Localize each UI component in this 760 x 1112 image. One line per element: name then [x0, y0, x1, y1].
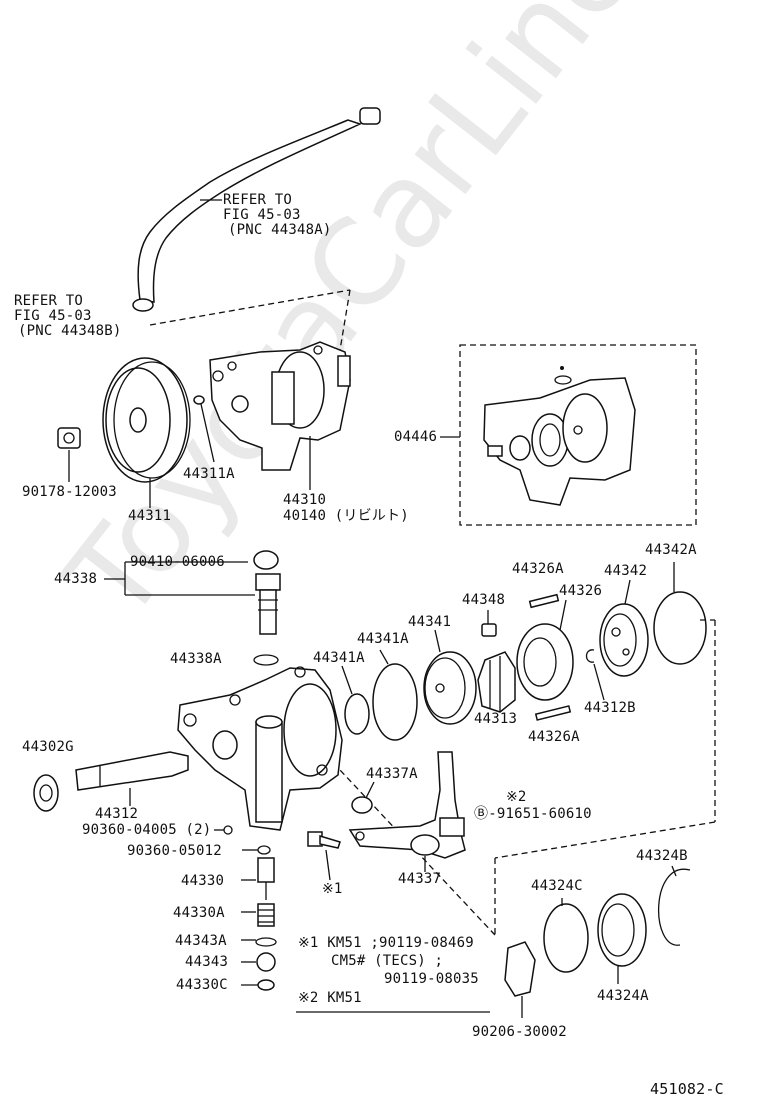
- pin-top: [528, 593, 560, 609]
- part-label-44326A-top: 44326A: [512, 561, 564, 577]
- refer-top-line2: FIG 45-03: [223, 207, 301, 223]
- bearing-drawing: [33, 774, 59, 812]
- cam-ring: [516, 623, 574, 701]
- note-1-line1: ※1 KM51 ;90119-08469: [298, 935, 474, 951]
- part-label-91651: Ⓑ-91651-60610: [474, 806, 592, 822]
- bracket-drawing: [348, 751, 466, 859]
- o-ring-44342A: [653, 591, 707, 665]
- leader-dashed: [149, 289, 351, 326]
- part-label-44330: 44330: [181, 873, 225, 889]
- pressure-plate: [599, 603, 649, 677]
- part-label-44324B: 44324B: [636, 848, 688, 864]
- part-label-44348: 44348: [462, 592, 506, 608]
- part-label-90410: 90410-06006: [130, 554, 225, 570]
- part-label-44326A-bottom: 44326A: [528, 729, 580, 745]
- union-drawing: [253, 550, 281, 635]
- rotor-drawing: [477, 651, 516, 713]
- refer-left-line1: REFER TO: [14, 293, 84, 309]
- side-plate: [423, 651, 477, 725]
- part-label-44342A: 44342A: [645, 542, 697, 558]
- part-label-44338: 44338: [54, 571, 98, 587]
- key-drawing: [193, 395, 205, 405]
- part-label-44337A: 44337A: [366, 766, 418, 782]
- part-label-44324A: 44324A: [597, 988, 649, 1004]
- pump-assembly-top: [209, 341, 351, 471]
- part-label-44330C: 44330C: [176, 977, 228, 993]
- snap-ring: [585, 649, 595, 663]
- part-label-04446: 04446: [394, 429, 438, 445]
- shaft-drawing: [75, 751, 189, 791]
- part-label-44310: 44310: [283, 492, 327, 508]
- part-label-44312: 44312: [95, 806, 139, 822]
- pulley-drawing: [102, 357, 191, 483]
- part-label-44324C: 44324C: [531, 878, 583, 894]
- o-ring-44324C: [543, 903, 589, 973]
- part-label-44326: 44326: [559, 583, 603, 599]
- part-label-44341A-a: 44341A: [313, 650, 365, 666]
- refer-top-line1: REFER TO: [223, 192, 293, 208]
- hose-drawing: [132, 107, 381, 312]
- part-label-44312B: 44312B: [584, 700, 636, 716]
- part-label-44311: 44311: [128, 508, 172, 524]
- pump-body: [177, 666, 343, 831]
- part-label-44302G: 44302G: [22, 739, 74, 755]
- figure-code: 451082-C: [650, 1080, 724, 1098]
- o-ring-small: [344, 693, 370, 735]
- valve-stack: [255, 857, 277, 991]
- part-label-90206: 90206-30002: [472, 1024, 567, 1040]
- mark-1: ※1: [322, 881, 343, 897]
- part-label-44343: 44343: [185, 954, 229, 970]
- part-label-90360-05012: 90360-05012: [127, 843, 222, 859]
- kit-box: [459, 344, 697, 526]
- part-label-44311A: 44311A: [183, 466, 235, 482]
- part-label-44330A: 44330A: [173, 905, 225, 921]
- pin-bottom: [534, 705, 572, 721]
- gasket-drawing: [504, 941, 536, 997]
- part-label-90360-04005: 90360-04005 (2): [82, 822, 212, 838]
- note-2: ※2 KM51: [298, 990, 362, 1006]
- vane-drawing: [481, 623, 497, 637]
- snap-ring-44324B: [657, 868, 691, 946]
- nut-drawing: [57, 427, 81, 449]
- note-1-line3: 90119-08035: [384, 971, 479, 987]
- part-label-44341: 44341: [408, 614, 452, 630]
- o-ring-large: [372, 663, 418, 741]
- kit-drawing: [483, 366, 636, 506]
- part-label-40140: 40140 (リビルト): [283, 508, 409, 524]
- part-label-44342: 44342: [604, 563, 648, 579]
- mark-2: ※2: [506, 789, 527, 805]
- refer-top-line3: (PNC 44348A): [228, 222, 332, 238]
- part-label-90178: 90178-12003: [22, 484, 117, 500]
- refer-left-line2: FIG 45-03: [14, 308, 92, 324]
- note-1-line2: CM5# (TECS) ;: [331, 953, 444, 969]
- part-label-44341A-b: 44341A: [357, 631, 409, 647]
- part-label-44313: 44313: [474, 711, 518, 727]
- part-label-44343A: 44343A: [175, 933, 227, 949]
- part-label-44337: 44337: [398, 871, 442, 887]
- refer-left-line3: (PNC 44348B): [18, 323, 122, 339]
- cover-drawing: [597, 893, 647, 967]
- part-label-44338A: 44338A: [170, 651, 222, 667]
- bolt-drawing: [307, 831, 341, 849]
